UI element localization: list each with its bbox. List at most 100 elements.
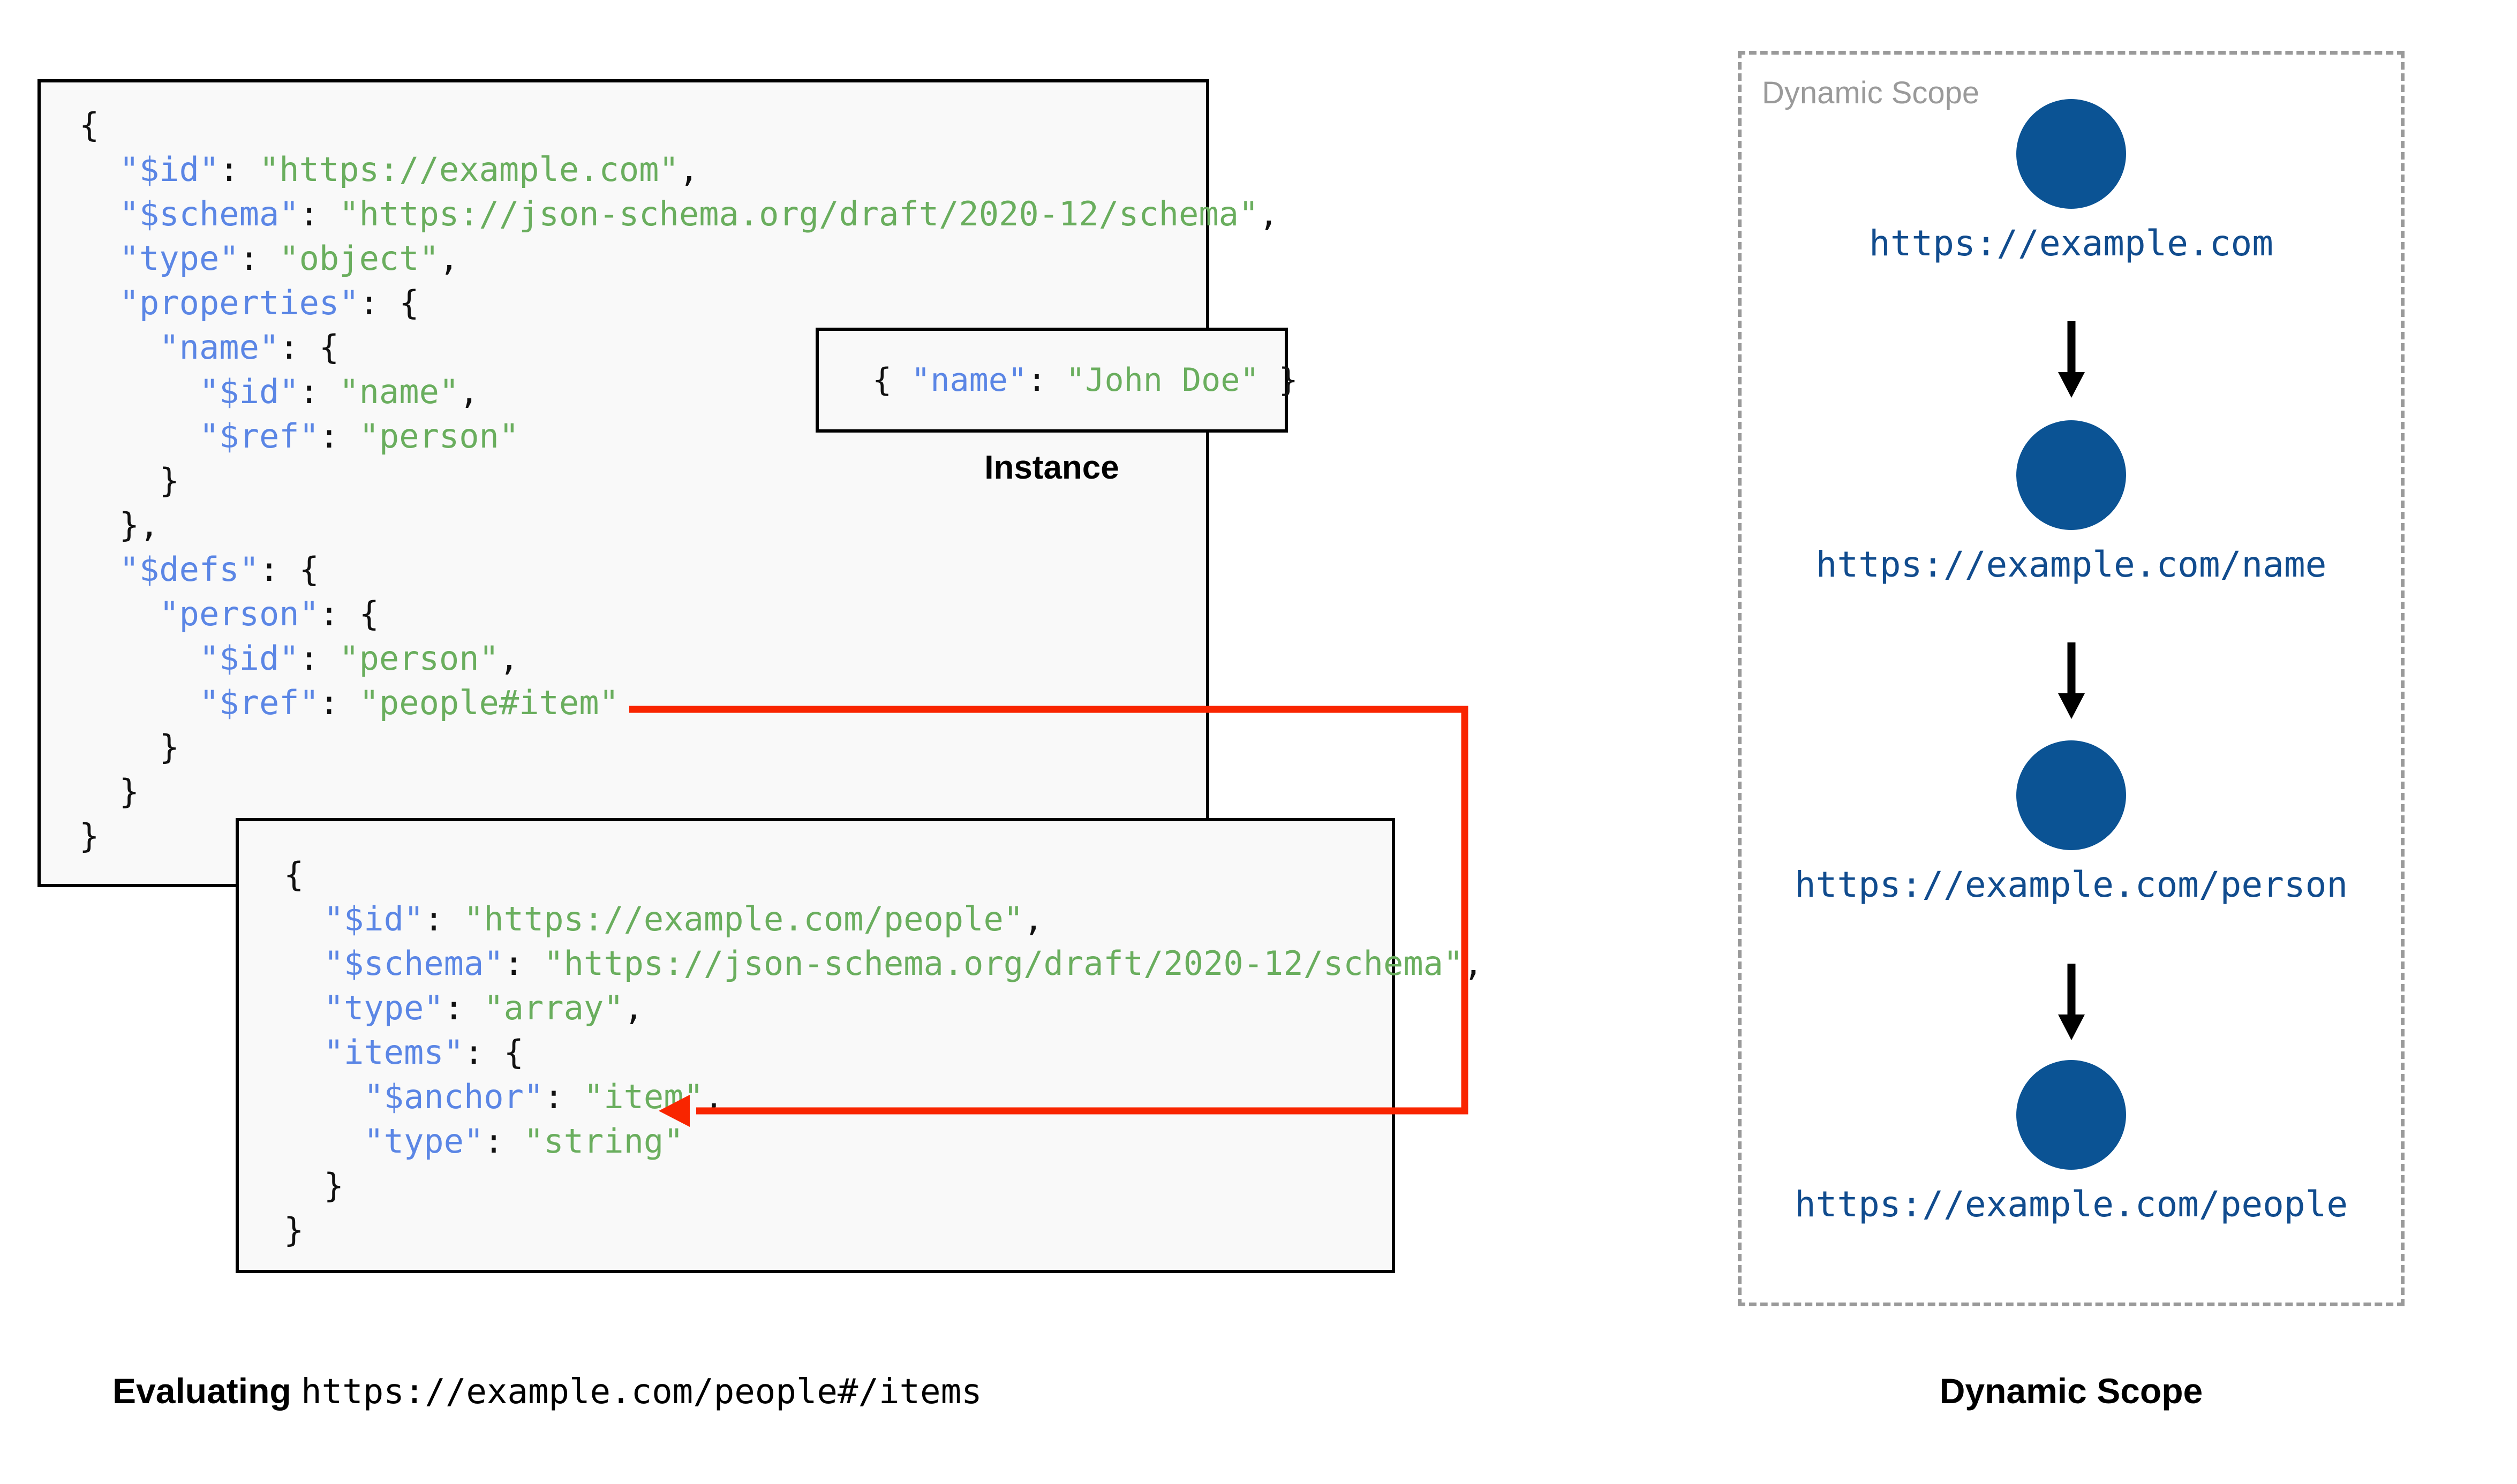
code-token: "people#item" <box>359 683 619 722</box>
instance-box: { "name": "John Doe" } <box>816 328 1298 433</box>
dynamic-scope-panel-label: Dynamic Scope <box>1762 75 1980 110</box>
code-line: "$schema": "https://json-schema.org/draf… <box>79 192 1279 236</box>
code-line: } <box>284 1163 1483 1208</box>
code-token: , <box>1258 194 1279 233</box>
code-token: : <box>299 639 340 678</box>
code-token: : <box>484 1122 524 1161</box>
code-line: "$anchor": "item", <box>284 1074 1483 1119</box>
code-token: : <box>1027 361 1066 399</box>
code-token: : { <box>359 283 419 322</box>
code-token: "person" <box>339 639 499 678</box>
code-token: : <box>443 988 484 1027</box>
code-token: } <box>159 461 179 500</box>
code-token: "person" <box>159 594 319 633</box>
code-token: "$id" <box>199 372 299 411</box>
code-token: , <box>1463 944 1483 983</box>
code-line: } <box>79 725 1279 769</box>
instance-caption: Instance <box>984 449 1119 486</box>
code-token: "$id" <box>199 639 299 678</box>
code-token: "name" <box>159 328 280 367</box>
code-token: "https://json-schema.org/draft/2020-12/s… <box>339 194 1259 233</box>
code-token: : { <box>319 594 379 633</box>
code-line: "person": { <box>79 592 1279 636</box>
instance-code: { "name": "John Doe" } <box>872 359 1298 402</box>
code-token: , <box>499 639 519 678</box>
code-token: "$id" <box>119 150 220 189</box>
code-line: "$id": "person", <box>79 636 1279 680</box>
code-token: , <box>623 988 644 1027</box>
code-token: : <box>299 372 340 411</box>
code-line: "items": { <box>284 1030 1483 1074</box>
scope-node-url: https://example.com/people <box>1794 1184 2348 1225</box>
schema-people-code: { "$id": "https://example.com/people", "… <box>284 852 1483 1252</box>
code-token: "object" <box>279 239 439 278</box>
code-token: "name" <box>911 361 1027 399</box>
code-token: : { <box>463 1033 524 1072</box>
code-token: , <box>1023 899 1044 938</box>
code-token: "$ref" <box>199 683 319 722</box>
scope-arrow-1-2 <box>1738 642 2405 723</box>
code-token: }, <box>119 505 160 544</box>
code-line: "$ref": "people#item" <box>79 680 1279 725</box>
scope-node-circle <box>2016 99 2126 209</box>
code-token: : <box>319 417 359 456</box>
code-token: "$schema" <box>323 944 504 983</box>
code-line: "$id": "https://example.com", <box>79 147 1279 192</box>
scope-arrow-2-3 <box>1738 964 2405 1044</box>
code-line: "name": { <box>79 325 1279 369</box>
code-token: : <box>219 150 259 189</box>
code-token: : <box>424 899 464 938</box>
code-token: { <box>284 855 304 894</box>
code-token: "$schema" <box>119 194 299 233</box>
code-token: "array" <box>484 988 624 1027</box>
code-token: "type" <box>119 239 239 278</box>
code-token: "https://example.com/people" <box>463 899 1024 938</box>
code-line: { <box>79 103 1279 147</box>
code-token: "John Doe" <box>1066 361 1260 399</box>
code-token: "properties" <box>119 283 359 322</box>
code-line: "$id": "https://example.com/people", <box>284 897 1483 941</box>
code-token: } <box>119 772 139 811</box>
code-line: } <box>79 769 1279 814</box>
code-token: : <box>544 1077 584 1116</box>
dynamic-scope-caption: Dynamic Scope <box>1939 1371 2203 1411</box>
scope-node-url: https://example.com/name <box>1815 544 2327 585</box>
scope-node-circle <box>2016 740 2126 850</box>
code-token: "https://json-schema.org/draft/2020-12/s… <box>544 944 1464 983</box>
evaluating-uri: https://example.com/people#/items <box>301 1372 982 1412</box>
code-token: "item" <box>583 1077 704 1116</box>
down-arrow-icon <box>2058 964 2085 1040</box>
code-token: "$anchor" <box>364 1077 544 1116</box>
scope-arrow-0-1 <box>1738 321 2405 402</box>
code-token: , <box>679 150 699 189</box>
evaluating-label: Evaluating <box>112 1371 291 1411</box>
code-line: } <box>79 814 1279 858</box>
code-line: "$ref": "person" <box>79 414 1279 458</box>
code-line: "$schema": "https://json-schema.org/draf… <box>284 941 1483 986</box>
code-token: , <box>459 372 479 411</box>
code-token: { <box>79 105 100 145</box>
code-token: "$id" <box>323 899 424 938</box>
scope-node-url: https://example.com <box>1869 223 2273 264</box>
code-line: } <box>79 458 1279 503</box>
code-line: "properties": { <box>79 281 1279 325</box>
scope-node-2: https://example.com/person <box>1738 740 2405 905</box>
scope-node-0: https://example.com <box>1738 99 2405 264</box>
code-token: "https://example.com" <box>259 150 679 189</box>
code-token: } <box>1259 361 1298 399</box>
code-token: : { <box>279 328 340 367</box>
code-line: "type": "string" <box>284 1119 1483 1163</box>
code-token: } <box>284 1210 304 1250</box>
code-token: { <box>872 361 911 399</box>
code-token: "items" <box>323 1033 464 1072</box>
code-token: } <box>323 1166 344 1205</box>
code-line: } <box>284 1208 1483 1252</box>
code-token: : <box>299 194 340 233</box>
down-arrow-icon <box>2058 321 2085 398</box>
dynamic-scope-panel <box>1738 51 2405 1306</box>
code-line: "type": "object", <box>79 236 1279 281</box>
code-token: , <box>703 1077 724 1116</box>
scope-node-1: https://example.com/name <box>1738 420 2405 585</box>
schema-root-code: { "$id": "https://example.com", "$schema… <box>79 103 1279 858</box>
